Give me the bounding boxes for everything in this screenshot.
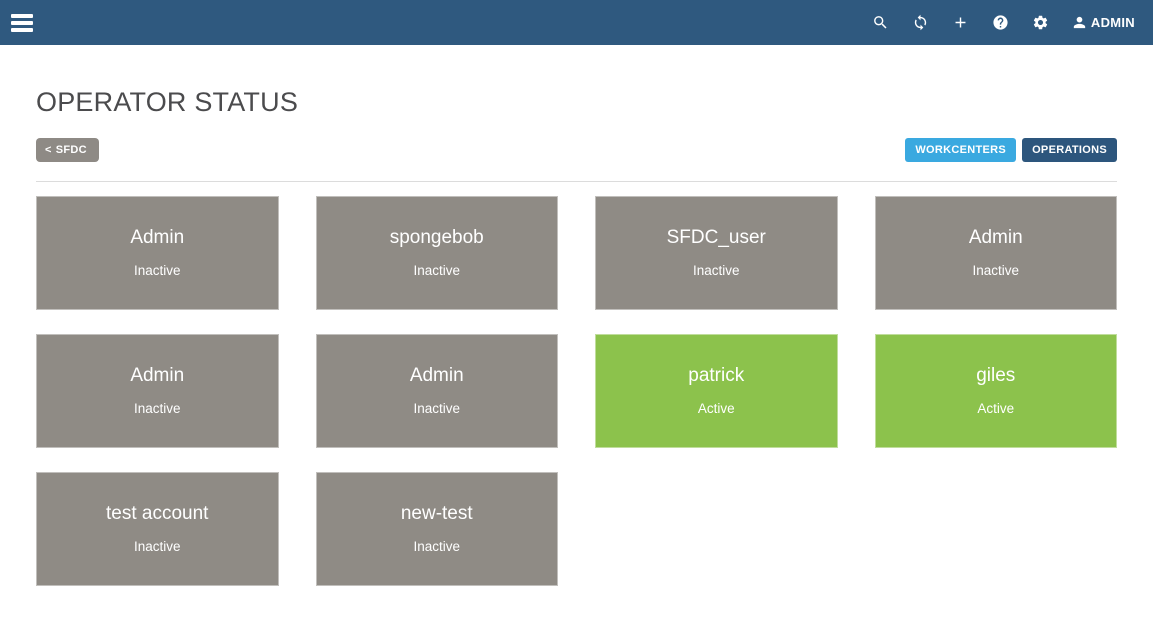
- operator-name: new-test: [400, 503, 473, 524]
- operator-status: Inactive: [692, 263, 740, 278]
- user-label: ADMIN: [1090, 15, 1135, 30]
- operator-status: Inactive: [133, 263, 181, 278]
- operator-card[interactable]: giles Active: [874, 334, 1117, 448]
- operator-status: Inactive: [413, 539, 461, 554]
- operator-card[interactable]: spongebob Inactive: [315, 196, 558, 310]
- main-content: OPERATOR STATUS <SFDC WORKCENTERS OPERAT…: [0, 87, 1153, 586]
- chevron-left-icon: <: [45, 144, 52, 156]
- search-icon[interactable]: [861, 3, 901, 43]
- divider: [36, 181, 1117, 182]
- operator-card[interactable]: patrick Active: [595, 334, 838, 448]
- operations-button[interactable]: OPERATIONS: [1022, 138, 1117, 162]
- operator-name: Admin: [968, 227, 1023, 248]
- operator-name: Admin: [130, 365, 185, 386]
- back-button-sfdc[interactable]: <SFDC: [36, 138, 99, 162]
- operator-name: giles: [976, 365, 1016, 386]
- operator-status: Inactive: [972, 263, 1020, 278]
- operator-status: Inactive: [413, 401, 461, 416]
- operator-card[interactable]: new-test Inactive: [315, 472, 558, 586]
- operator-name: Admin: [130, 227, 185, 248]
- operator-card[interactable]: Admin Inactive: [36, 334, 279, 448]
- operator-name: spongebob: [389, 227, 484, 248]
- toolbar-actions: WORKCENTERS OPERATIONS: [905, 138, 1117, 162]
- operator-status: Active: [697, 401, 735, 416]
- toolbar: <SFDC WORKCENTERS OPERATIONS: [36, 138, 1117, 162]
- operator-name: patrick: [688, 365, 745, 386]
- operator-card[interactable]: SFDC_user Inactive: [595, 196, 838, 310]
- person-icon: [1073, 16, 1086, 29]
- settings-icon[interactable]: [1021, 3, 1061, 43]
- operator-name: SFDC_user: [666, 227, 766, 248]
- operator-card[interactable]: Admin Inactive: [315, 334, 558, 448]
- operator-status: Inactive: [133, 401, 181, 416]
- operator-grid: Admin Inactive spongebob Inactive SFDC_u…: [36, 196, 1117, 586]
- topbar-actions: ADMIN: [861, 3, 1135, 43]
- sync-icon[interactable]: [901, 3, 941, 43]
- page-title: OPERATOR STATUS: [36, 87, 299, 117]
- operator-status: Inactive: [413, 263, 461, 278]
- operator-status: Inactive: [133, 539, 181, 554]
- help-icon[interactable]: [981, 3, 1021, 43]
- operator-name: test account: [106, 503, 209, 524]
- operator-card[interactable]: Admin Inactive: [874, 196, 1117, 310]
- add-icon[interactable]: [941, 3, 981, 43]
- operator-status: Active: [977, 401, 1015, 416]
- user-menu-button[interactable]: ADMIN: [1071, 14, 1135, 31]
- workcenters-button[interactable]: WORKCENTERS: [905, 138, 1017, 162]
- operator-card[interactable]: Admin Inactive: [36, 196, 279, 310]
- operator-card[interactable]: test account Inactive: [36, 472, 279, 586]
- menu-icon[interactable]: [9, 9, 37, 37]
- back-button-label: SFDC: [55, 144, 87, 156]
- operator-name: Admin: [409, 365, 464, 386]
- top-navigation-bar: ADMIN: [0, 0, 1153, 45]
